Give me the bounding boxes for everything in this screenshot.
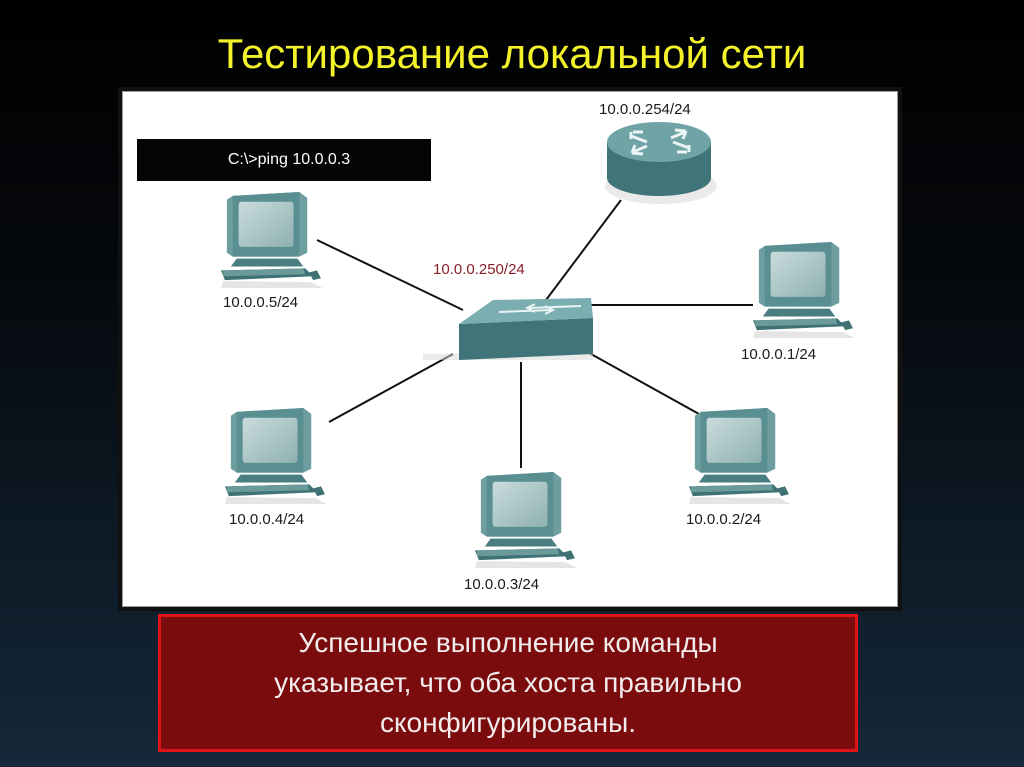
host-computer-icon — [224, 407, 327, 504]
slide-title: Тестирование локальной сети — [217, 30, 807, 77]
network-diagram: C:\>ping 10.0.0.3 10.0.0.254/24 10.0.0.2… — [118, 87, 902, 611]
ping-command: C:\>ping 10.0.0.3 — [137, 139, 431, 181]
caption-line: указывает, что оба хоста правильно — [274, 667, 742, 698]
link-switch-router — [542, 199, 622, 305]
host-ip-label: 10.0.0.1/24 — [741, 346, 817, 363]
host-computer-icon — [220, 191, 323, 288]
switch-ip-label: 10.0.0.250/24 — [433, 261, 525, 278]
host-ip-label: 10.0.0.5/24 — [223, 294, 299, 311]
caption-line: Успешное выполнение команды — [298, 627, 718, 658]
topology-drawing — [220, 122, 855, 568]
host-computer-icon — [688, 407, 791, 504]
link-switch-host3 — [328, 353, 454, 423]
caption-box: Успешное выполнение команды указывает, ч… — [158, 614, 858, 752]
host-computer-icon — [752, 241, 855, 338]
caption-text: Успешное выполнение команды указывает, ч… — [274, 623, 742, 743]
link-switch-host5 — [572, 343, 700, 415]
host-ip-label: 10.0.0.4/24 — [229, 511, 305, 528]
router-icon — [605, 122, 717, 204]
host-computer-icon — [474, 471, 577, 568]
switch-icon — [423, 298, 593, 360]
caption-line: сконфигурированы. — [379, 707, 637, 738]
router-ip-label: 10.0.0.254/24 — [599, 101, 691, 118]
host-ip-label: 10.0.0.2/24 — [686, 511, 762, 528]
diagram-canvas: C:\>ping 10.0.0.3 10.0.0.254/24 10.0.0.2… — [122, 91, 898, 607]
link-switch-host1 — [316, 239, 464, 311]
host-ip-label: 10.0.0.3/24 — [464, 576, 540, 593]
